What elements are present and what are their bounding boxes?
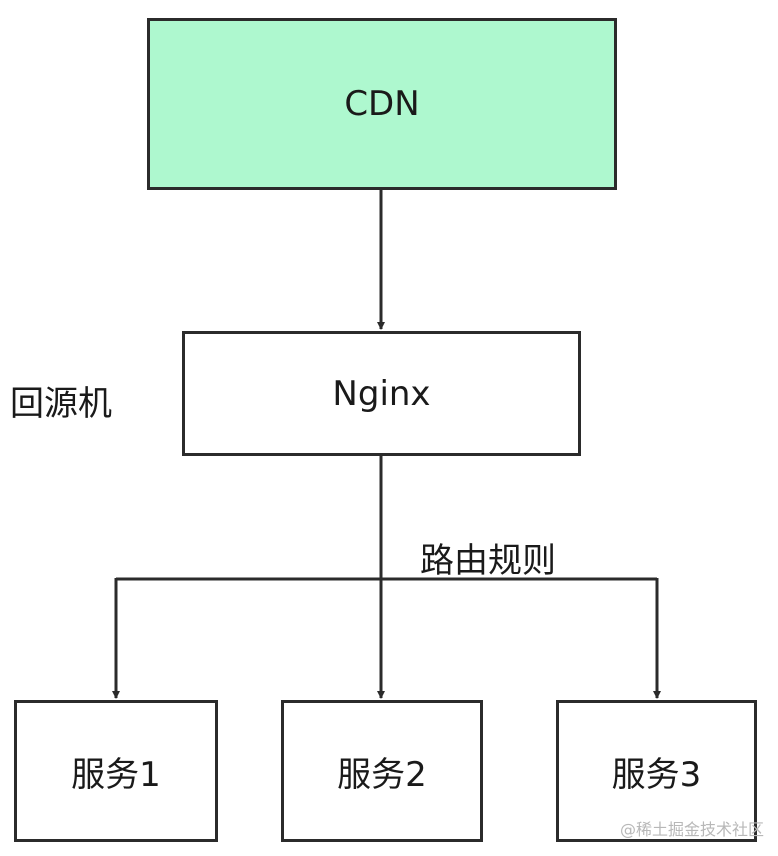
service3-node: 服务3 xyxy=(556,700,757,842)
routing-rules-label: 路由规则 xyxy=(420,541,556,581)
cdn-node: CDN xyxy=(147,18,617,190)
origin-server-label: 回源机 xyxy=(10,384,112,424)
service3-node-label: 服务3 xyxy=(611,754,702,795)
service2-node-label: 服务2 xyxy=(337,754,427,795)
service2-node: 服务2 xyxy=(281,700,483,842)
nginx-node: Nginx xyxy=(182,331,581,456)
watermark: @稀土掘金技术社区 xyxy=(619,820,764,839)
cdn-node-label: CDN xyxy=(344,84,420,124)
service1-node: 服务1 xyxy=(14,700,218,842)
nginx-node-label: Nginx xyxy=(332,373,431,414)
service1-node-label: 服务1 xyxy=(71,754,161,795)
